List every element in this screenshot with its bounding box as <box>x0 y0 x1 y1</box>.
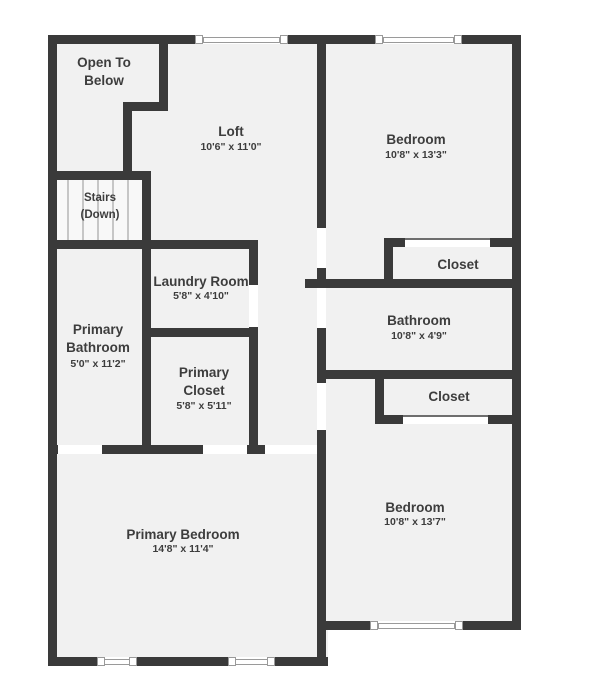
room-label-bathroom: Bathroom <box>387 313 451 328</box>
room-dims-primary-closet: 5'8" x 5'11" <box>176 400 232 412</box>
door-opening <box>265 445 317 454</box>
wall-segment <box>512 35 521 630</box>
wall-segment <box>384 238 405 247</box>
window-cap <box>370 621 378 630</box>
closet-door-opening <box>405 238 490 247</box>
window <box>370 621 463 630</box>
room-dims-laundry: 5'8" x 4'10" <box>173 290 229 302</box>
wall-segment <box>142 171 151 453</box>
wall-segment <box>249 327 258 445</box>
stairs-treads <box>57 180 142 240</box>
wall-segment <box>488 415 521 424</box>
window-cap <box>195 35 203 44</box>
wall-segment <box>384 238 393 279</box>
room-label-closet-bottom: Closet <box>428 389 470 404</box>
room-dims-bathroom: 10'8" x 4'9" <box>391 330 447 342</box>
closet-door-opening <box>403 415 488 424</box>
window-pane <box>104 659 130 665</box>
room-label-bedroom-top: Bedroom <box>386 132 446 147</box>
room-label-primary-bathroom: Primary Bathroom <box>66 322 130 355</box>
wall-segment <box>123 102 168 111</box>
window-cap <box>129 657 137 666</box>
wall-segment <box>317 430 326 666</box>
room-label-stairs: Stairs (Down) <box>80 192 120 221</box>
window <box>228 657 275 666</box>
room-dims-primary-bathroom: 5'0" x 11'2" <box>70 358 126 370</box>
wall-segment <box>317 370 521 379</box>
window <box>97 657 137 666</box>
stair-tread-line <box>127 180 129 240</box>
stair-tread-line <box>112 180 114 240</box>
wall-segment <box>48 445 58 454</box>
wall-segment <box>317 44 326 228</box>
window-pane <box>235 659 268 665</box>
wall-segment <box>375 370 384 424</box>
wall-segment <box>102 445 203 454</box>
window <box>195 35 288 44</box>
wall-segment <box>48 657 328 666</box>
door-opening <box>203 445 247 454</box>
wall-segment <box>48 35 57 666</box>
wall-segment <box>159 44 168 111</box>
room-label-laundry: Laundry Room <box>153 274 249 289</box>
window-cap <box>267 657 275 666</box>
stair-tread-line <box>97 180 99 240</box>
wall-segment <box>490 238 521 247</box>
room-dims-primary-bedroom: 14'8" x 11'4" <box>152 543 214 555</box>
wall-segment <box>123 102 132 180</box>
window-cap <box>228 657 236 666</box>
room-dims-loft: 10'6" x 11'0" <box>200 141 262 153</box>
wall-segment <box>305 279 521 288</box>
door-opening <box>58 445 102 454</box>
window-cap <box>455 621 463 630</box>
room-dims-bedroom-top: 10'8" x 13'3" <box>385 149 447 161</box>
room-label-open-to-below: Open To Below <box>77 55 131 88</box>
stair-tread-line <box>82 180 84 240</box>
room-label-loft: Loft <box>218 124 244 139</box>
room-dims-bedroom-bottom: 10'8" x 13'7" <box>384 516 446 528</box>
wall-segment <box>375 415 403 424</box>
door-opening <box>317 228 326 268</box>
wall-segment <box>317 328 326 383</box>
wall-segment <box>249 240 258 285</box>
window-cap <box>375 35 383 44</box>
window-cap <box>454 35 462 44</box>
window-cap <box>280 35 288 44</box>
wall-segment <box>48 171 149 180</box>
door-opening <box>249 285 258 327</box>
window-pane <box>378 623 455 629</box>
wall-segment <box>48 240 257 249</box>
window-cap <box>97 657 105 666</box>
room-label-closet-top: Closet <box>437 257 479 272</box>
room-label-bedroom-bottom: Bedroom <box>385 500 445 515</box>
window-pane <box>203 37 280 43</box>
door-opening <box>317 383 326 430</box>
window-pane <box>383 37 454 43</box>
door-opening <box>317 288 326 328</box>
wall-segment <box>317 268 326 288</box>
room-label-primary-bedroom: Primary Bedroom <box>126 527 240 542</box>
wall-segment <box>142 328 258 337</box>
window <box>375 35 462 44</box>
wall-segment <box>247 445 265 454</box>
stair-tread-line <box>67 180 69 240</box>
room-label-primary-closet: Primary Closet <box>178 365 230 398</box>
